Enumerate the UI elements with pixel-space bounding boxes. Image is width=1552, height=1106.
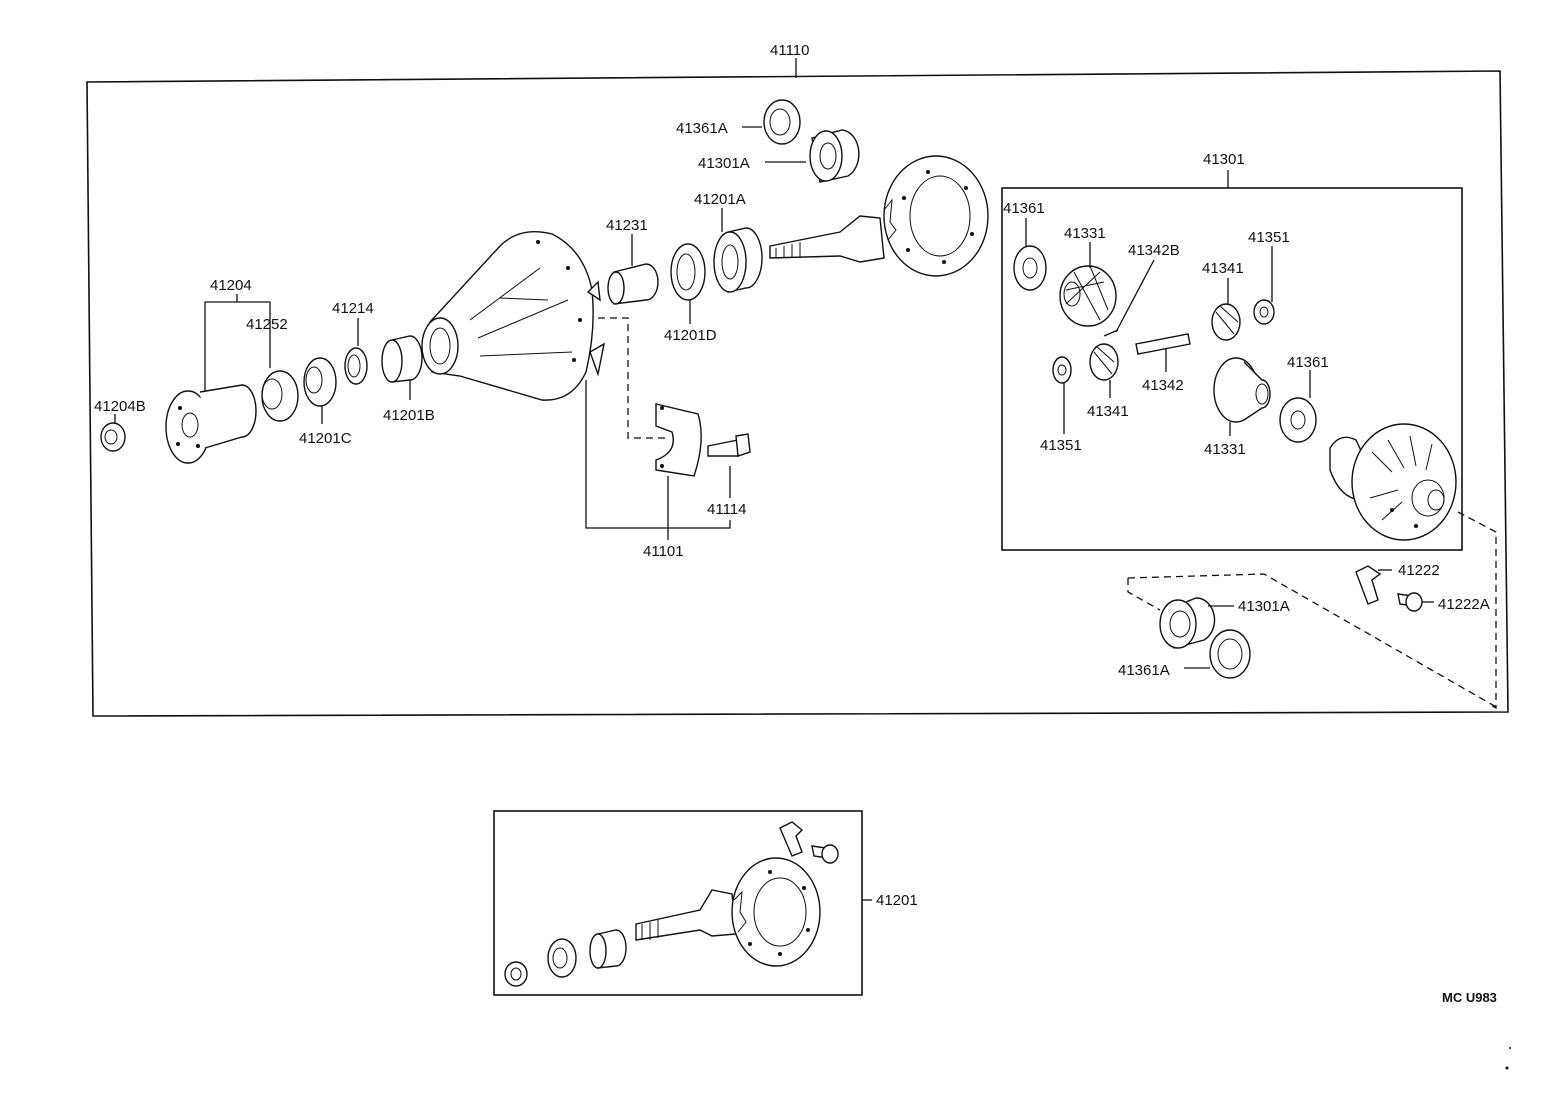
label-41110: 41110 <box>770 42 810 59</box>
kit-seal <box>547 938 577 978</box>
label-41331-a: 41331 <box>1064 225 1106 242</box>
label-41301: 41301 <box>1203 151 1245 168</box>
thrust-washer-41361-b <box>1279 370 1317 443</box>
diagram-code: MC U983 <box>1442 990 1497 1005</box>
label-41342: 41342 <box>1142 377 1184 394</box>
bearing-41301a-bottom <box>1159 597 1234 649</box>
differential-case <box>1329 423 1457 541</box>
label-41201a: 41201A <box>694 191 746 208</box>
pinion-gear-41341-a <box>1211 278 1241 341</box>
ring-pinion-kit-frame <box>493 810 863 996</box>
label-41201c: 41201C <box>299 430 352 447</box>
drive-pinion-and-ring-gear <box>769 155 989 277</box>
spacer-41214 <box>344 318 368 385</box>
companion-flange-41204 <box>165 384 257 464</box>
label-41222: 41222 <box>1398 562 1440 579</box>
thrust-washer-41351-b <box>1052 356 1072 434</box>
bolt-41222a <box>1397 592 1434 612</box>
label-41204: 41204 <box>210 277 252 294</box>
kit-pinion-and-ring-gear <box>635 857 821 967</box>
side-gear-41331-b <box>1213 357 1271 436</box>
label-41351-a: 41351 <box>1248 229 1290 246</box>
label-41301a-bottom: 41301A <box>1238 598 1290 615</box>
oil-seal-41252 <box>261 370 299 422</box>
bearing-cap-41101 <box>655 403 702 528</box>
label-41201: 41201 <box>876 892 918 909</box>
lock-plate-41222 <box>1355 565 1392 605</box>
label-41341-a: 41341 <box>1202 260 1244 277</box>
label-41341-b: 41341 <box>1087 403 1129 420</box>
label-41331-b: 41331 <box>1204 441 1246 458</box>
label-41201b: 41201B <box>383 407 435 424</box>
bolt-41114 <box>707 433 751 498</box>
label-41351-b: 41351 <box>1040 437 1082 454</box>
label-41361a-bottom: 41361A <box>1118 662 1170 679</box>
kit-nut <box>504 961 528 987</box>
differential-case-frame <box>1001 187 1463 551</box>
main-assembly-frame <box>86 70 1509 717</box>
thrust-washer-41351-a <box>1253 246 1275 325</box>
oil-seal-41361a-bottom <box>1184 629 1251 679</box>
label-41361a-top: 41361A <box>676 120 728 137</box>
bearing-41201b <box>381 335 423 400</box>
label-41231: 41231 <box>606 217 648 234</box>
label-41101: 41101 <box>643 543 684 560</box>
label-41361-a: 41361 <box>1003 200 1045 217</box>
bearing-41201c <box>303 357 337 424</box>
bearing-41301a-top <box>765 129 860 183</box>
kit-bolt <box>811 844 839 864</box>
label-41222a: 41222A <box>1438 596 1490 613</box>
side-gear-41331-a <box>1059 242 1117 327</box>
pinion-shaft-41342 <box>1135 333 1191 372</box>
label-41361-b: 41361 <box>1287 354 1329 371</box>
label-41204b: 41204B <box>94 398 146 415</box>
label-41301a-top: 41301A <box>698 155 750 172</box>
label-41201d: 41201D <box>664 327 717 344</box>
label-41114: 41114 <box>707 501 747 518</box>
pin-41342b <box>1103 259 1155 337</box>
thrust-washer-41361-a <box>1013 218 1047 291</box>
oil-seal-41361a-top <box>742 99 801 145</box>
kit-lock-plate <box>779 821 804 857</box>
pinion-gear-41341-b <box>1089 343 1119 398</box>
washer-41201d <box>670 243 706 324</box>
label-41252: 41252 <box>246 316 288 333</box>
carrier-housing <box>421 231 605 401</box>
kit-spacer <box>589 929 627 969</box>
nut-41204b <box>100 414 126 452</box>
label-41342b: 41342B <box>1128 242 1180 259</box>
bearing-41201a <box>713 208 763 293</box>
label-41214: 41214 <box>332 300 374 317</box>
collapsible-spacer-41231 <box>607 234 659 305</box>
